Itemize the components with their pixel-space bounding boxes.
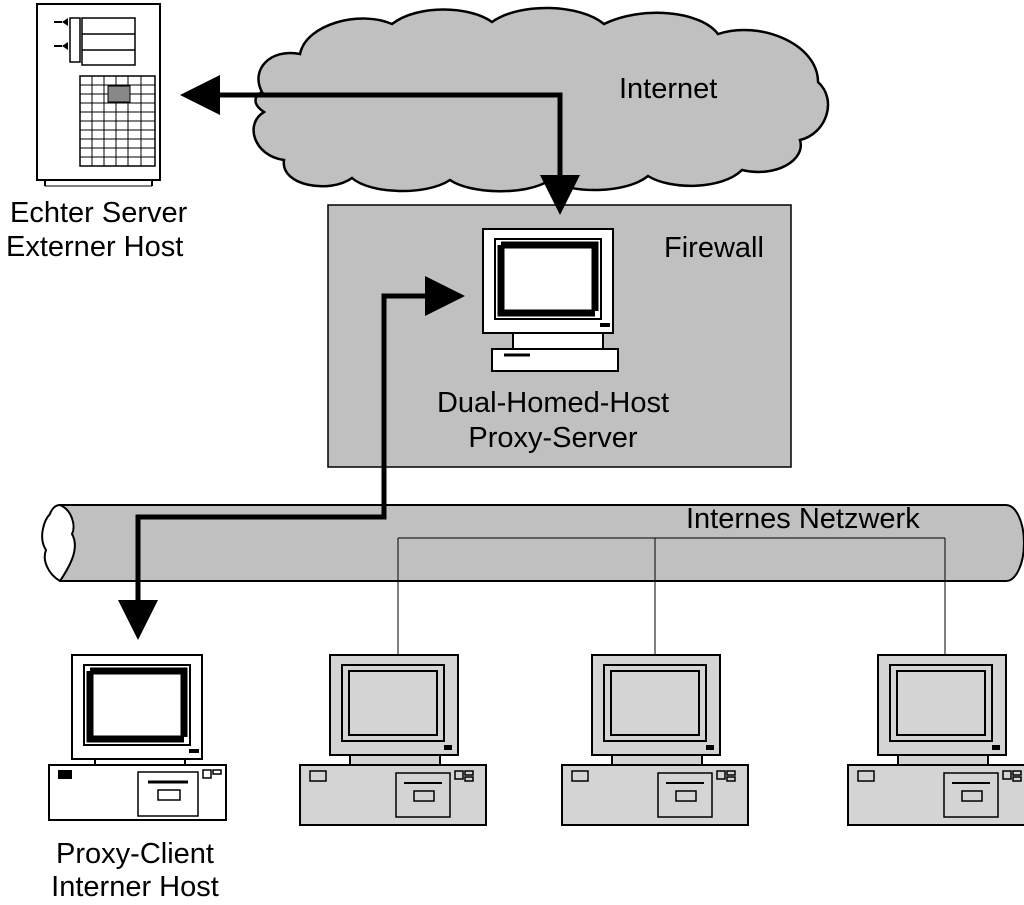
firewall-label: Firewall	[664, 232, 764, 264]
internal-network-pipe	[41, 503, 1024, 583]
external-server-label-2: Externer Host	[6, 231, 184, 263]
internal-network-label: Internes Netzwerk	[686, 503, 920, 535]
proxy-client-label-1: Proxy-Client	[56, 838, 214, 870]
network-drop-lines	[397, 537, 946, 655]
cloud-icon	[252, 6, 830, 193]
connection-paths	[118, 75, 580, 640]
proxy-client-computer-icon	[48, 655, 227, 821]
server-tower-icon	[36, 3, 161, 187]
proxy-server-label-2: Proxy-Server	[468, 422, 638, 454]
internet-label: Internet	[619, 73, 718, 105]
internal-computer-icon	[561, 654, 749, 826]
internal-computer-icon	[299, 654, 487, 826]
proxy-server-label-1: Dual-Homed-Host	[436, 387, 670, 419]
external-server-label-1: Echter Server	[10, 197, 188, 229]
proxy-server-computer-icon	[483, 229, 619, 372]
internal-computer-icon	[847, 654, 1024, 826]
proxy-client-label-2: Interner Host	[51, 871, 219, 903]
